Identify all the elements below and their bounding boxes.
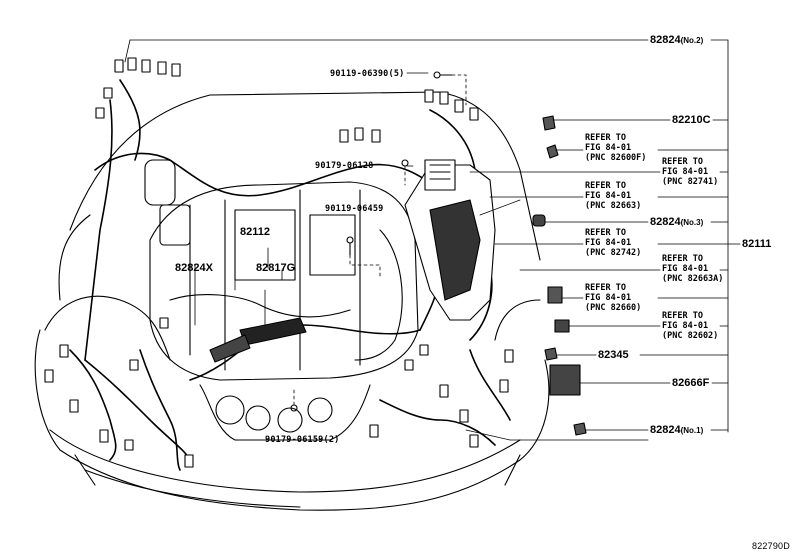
harness-sleeve: [239, 317, 307, 346]
label-82666f: 82666F: [672, 377, 710, 389]
engine-block: [144, 159, 419, 441]
leader-lines: [124, 39, 741, 441]
dashed-guides: [293, 74, 467, 406]
right-column-parts: [532, 115, 587, 436]
label-82824x: 82824X: [175, 262, 213, 274]
label-82824-no3: 82824(No.3): [650, 216, 704, 228]
label-90179-06128: 90179-06128: [315, 161, 374, 171]
label-82210c: 82210C: [672, 114, 711, 126]
relay-block: [404, 159, 496, 321]
label-82345: 82345: [598, 349, 629, 361]
figure-id: 822790D: [752, 541, 790, 551]
label-82112: 82112: [240, 226, 270, 238]
label-82817g: 82817G: [256, 262, 296, 274]
label-82111: 82111: [742, 238, 772, 250]
label-90179-06159: 90179-06159(2): [265, 435, 340, 445]
label-82824-no1: 82824(No.1): [650, 424, 704, 436]
bolts: [290, 71, 453, 412]
label-90119-06459: 90119-06459: [325, 204, 384, 214]
label-90119-06390: 90119-06390(5): [330, 69, 405, 79]
label-82824-no2: 82824(No.2): [650, 34, 704, 46]
connectors-left: [44, 57, 194, 468]
connectors-right: [339, 89, 514, 448]
car-body-outline: [34, 91, 550, 511]
